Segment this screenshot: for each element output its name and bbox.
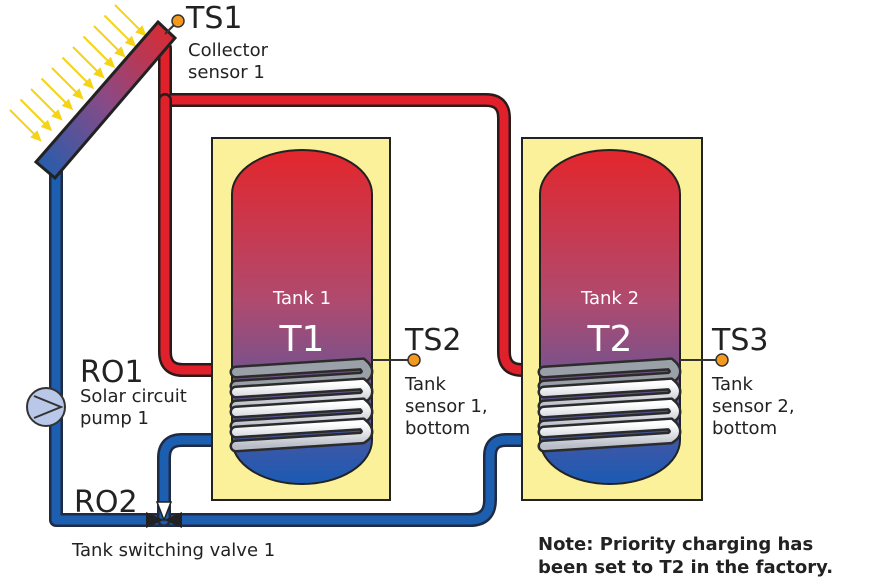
ts2-line3: bottom bbox=[405, 418, 471, 439]
ts2-sensor-icon bbox=[407, 353, 421, 367]
ts3-line1: Tank bbox=[712, 374, 753, 395]
coil-loop-highlight bbox=[540, 419, 679, 450]
ro2-id: RO2 bbox=[74, 485, 138, 520]
ts3-line2: sensor 2, bbox=[712, 396, 795, 417]
coil-loop-highlight bbox=[232, 419, 371, 450]
ts1-line2: sensor 1 bbox=[188, 62, 265, 83]
tank-1-label: Tank 1 bbox=[272, 288, 332, 309]
sun-rays-icon bbox=[9, 4, 147, 142]
cold-return-pipe bbox=[49, 163, 537, 527]
ro1-id: RO1 bbox=[80, 355, 144, 390]
ts2-id: TS2 bbox=[405, 323, 462, 358]
sun-ray bbox=[82, 35, 113, 66]
ts3-line3: bottom bbox=[712, 418, 778, 439]
sun-ray-head bbox=[30, 130, 42, 142]
tank-2-id: T2 bbox=[587, 319, 633, 360]
sun-ray-head bbox=[40, 119, 53, 132]
sun-ray bbox=[9, 109, 39, 139]
sun-ray bbox=[93, 25, 123, 55]
solar-collector-icon bbox=[33, 19, 178, 181]
ts3-id: TS3 bbox=[712, 323, 769, 358]
ro1-line1: Solar circuit bbox=[80, 386, 187, 407]
three-way-valve-icon bbox=[146, 501, 182, 528]
sun-ray bbox=[19, 98, 50, 129]
ts3-sensor-icon bbox=[715, 353, 729, 367]
sun-ray bbox=[114, 4, 144, 34]
sun-ray-head bbox=[124, 35, 137, 48]
sun-ray-head bbox=[93, 67, 105, 79]
sun-ray-head bbox=[51, 109, 63, 121]
ts2-line2: sensor 1, bbox=[405, 396, 488, 417]
ts1-id: TS1 bbox=[186, 1, 243, 36]
pump-icon bbox=[26, 387, 66, 427]
note-line-2: been set to T2 in the factory. bbox=[538, 557, 834, 578]
sun-ray-head bbox=[82, 77, 95, 90]
tank-1-id: T1 bbox=[279, 319, 325, 360]
heat-exchanger-coil-icon bbox=[229, 357, 374, 453]
tank-2-label: Tank 2 bbox=[580, 288, 640, 309]
sun-ray-head bbox=[103, 56, 116, 69]
sun-ray-head bbox=[61, 98, 74, 111]
sun-ray bbox=[30, 88, 60, 118]
sun-ray bbox=[103, 14, 134, 45]
ts1-sensor-icon bbox=[171, 14, 185, 28]
sun-ray-head bbox=[135, 25, 147, 37]
sun-ray bbox=[40, 77, 71, 108]
hot-flow-pipe bbox=[158, 41, 537, 377]
sun-ray bbox=[72, 46, 102, 76]
ts1-line1: Collector bbox=[188, 40, 269, 61]
sun-ray-head bbox=[114, 46, 126, 58]
sun-ray bbox=[51, 67, 81, 97]
ro1-line2: pump 1 bbox=[80, 408, 149, 429]
sun-ray-head bbox=[72, 88, 84, 100]
ro2-label: Tank switching valve 1 bbox=[72, 540, 276, 561]
heat-exchanger-coil-icon bbox=[537, 357, 682, 453]
ts2-line1: Tank bbox=[405, 374, 446, 395]
note-line-1: Note: Priority charging has bbox=[538, 534, 814, 555]
sun-ray bbox=[61, 56, 92, 87]
